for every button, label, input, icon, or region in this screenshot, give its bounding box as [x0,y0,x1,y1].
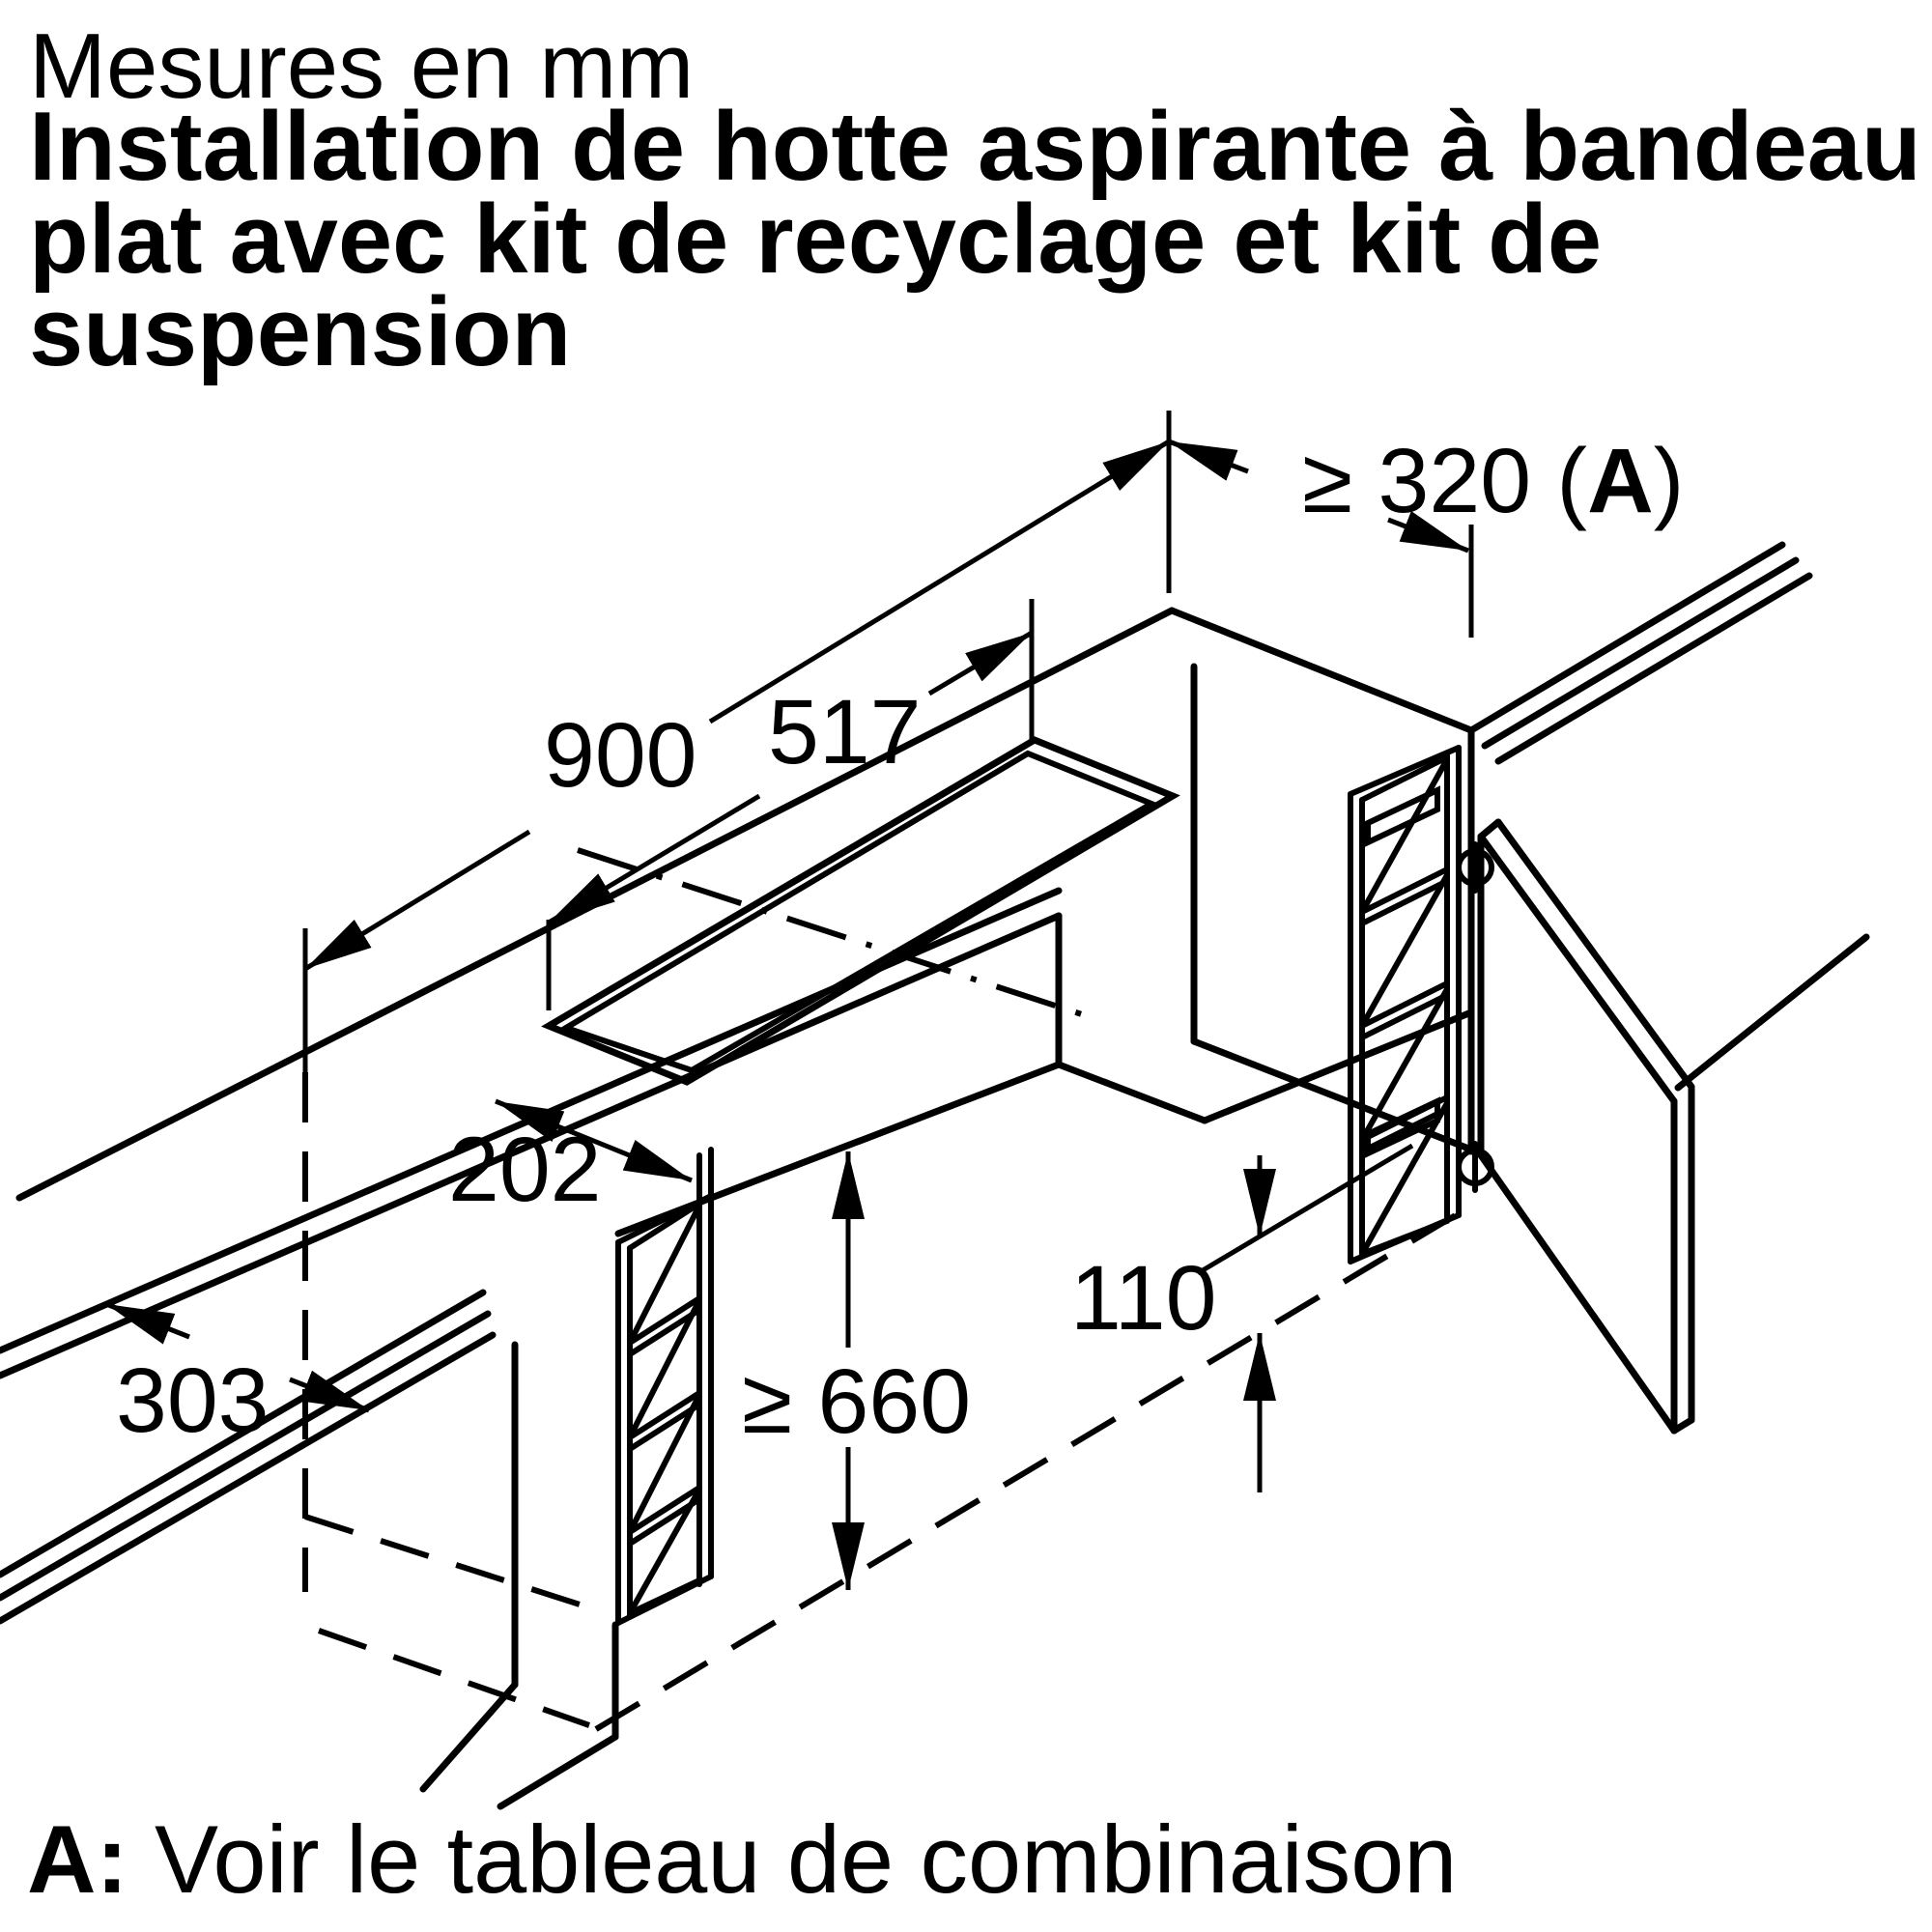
row-edge-behind-door [1674,933,1870,1092]
lattice-top [1359,754,1450,803]
hidden-left-top-edge [304,1514,602,1614]
dim-line-517-b [927,630,1034,696]
band-right-depth-edge [1168,607,1475,734]
row-edge-1 [1467,541,1786,734]
left-cabinet-front-edge-1 [0,1289,487,1578]
lattice-brace [627,1297,702,1440]
lattice-brace [1359,756,1450,915]
page-title: Installation de hotte aspirante à bandea… [29,93,1921,386]
dim-label-900: 900 [544,704,697,807]
left-cabinet-bottom-edge [497,1733,619,1810]
dim-label-320-ref: A [1587,430,1654,532]
dim-line-900-a [303,829,531,972]
lattice-rung [1359,992,1450,1040]
units-note: Mesures en mm [29,14,695,118]
dim-label-202: 202 [448,1119,602,1221]
dim-line-303-a [105,1301,190,1345]
footnote-text: Voir le tableau de combinaison [128,1805,1458,1913]
dim-label-320-suffix: ) [1654,430,1685,532]
dim-label-110: 110 [1070,1247,1216,1350]
lattice-top [627,1201,702,1251]
right-cabinet-bottom-edge [1190,1037,1475,1153]
open-door [1477,818,1695,1435]
lattice-brace [627,1392,702,1535]
hidden-lower-reference-line [594,1205,1470,1732]
title-line-2: plat avec kit de recyclage et kit de [29,185,1603,294]
hidden-left-bottom-edge [318,1628,590,1728]
lattice-rung [1359,1106,1450,1154]
door-top-inner-edge [1477,833,1678,1105]
lattice-bottom [627,1577,702,1616]
hood-centerline [577,847,1089,1019]
lattice-rung [1359,878,1450,926]
door-top-thickness [1477,818,1502,840]
lattice-top [1348,745,1462,797]
right-cabinet [1190,663,1870,1155]
cabinet-band [0,541,1813,1379]
dim-line-320-b [1387,510,1469,554]
door-top-outer-edge [1494,818,1695,1091]
lattice-rung [1359,980,1450,1029]
dim-line-202 [495,1098,693,1183]
dim-line-320-a [1168,439,1249,481]
title-line-1: Installation de hotte aspirante à bandea… [29,93,1921,201]
dim-line-303-b [289,1370,370,1413]
left-door-bottom [419,1681,519,1793]
hood-cutout [541,736,1180,1086]
title-line-3: suspension [29,278,572,386]
lattice-brace [1359,986,1450,1143]
dim-line-517-a [547,793,761,925]
row-edge-2 [1481,556,1800,750]
mounting-clip [1365,785,1440,847]
dim-label-517: 517 [768,681,922,783]
dim-label-303: 303 [116,1350,270,1452]
band-back-edge [15,607,1176,1202]
ext-line-110 [1196,1143,1414,1276]
lattice-brace [1359,872,1450,1029]
lattice-brace [627,1487,702,1616]
lattice-rung [627,1390,702,1440]
hood-bottom-left-edge [1055,1061,1208,1124]
dim-label-320-value: ≥ 320 ( [1302,430,1587,532]
mounting-clip [1365,1096,1440,1158]
left-cabinet-front-edge-3 [0,1331,497,1625]
suspension-kit-left [615,1147,714,1626]
lattice-rung [627,1485,702,1535]
door-bottom-thickness [1670,1416,1695,1435]
lattice-rung [627,1295,702,1346]
lattice-rung [1359,867,1450,915]
lattice-brace [627,1203,702,1346]
lattice-brace [1359,1100,1450,1257]
dimensions: 900 517 ≥ 320 (A) 202 303 110 ≥ 660 [105,411,1684,1590]
hidden-edges [302,1072,1470,1732]
door-bottom-edge [1477,1151,1678,1435]
left-cabinet-front-edge-2 [0,1310,492,1602]
cutout-outer-edge [541,736,1180,1086]
footnote-ref: A: [27,1805,128,1913]
dim-label-320: ≥ 320 (A) [1302,430,1684,532]
left-cabinet [0,1289,619,1810]
dim-label-660: ≥ 660 [742,1350,971,1453]
suspension-kit-right [1348,745,1462,1264]
dim-line-900-b [708,439,1171,724]
cutout-inner-edge [558,750,1158,1074]
row-edge-3 [1494,572,1813,765]
footnote: A: Voir le tableau de combinaison [27,1804,1457,1915]
